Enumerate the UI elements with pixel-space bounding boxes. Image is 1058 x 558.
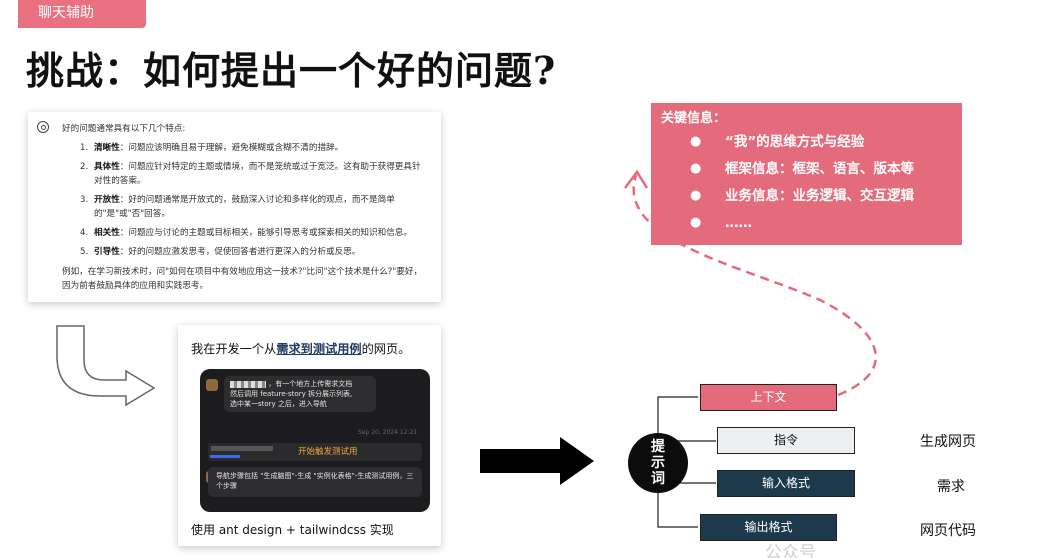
list-item: ●…… [661,211,952,238]
label-requirement: 需求 [937,479,965,495]
list-item: 3.开放性：好的问题通常是开放式的，鼓励深入讨论和多样化的观点，而不是简单的"是… [80,195,395,219]
context-box: 上下文 [700,384,837,411]
right-arrow-icon [480,437,594,485]
answer-card: 好的问题通常具有以下几个特点: 1.清晰性：问题应该明确且易于理解，避免模糊或含… [28,112,441,302]
chat-bubble: 导航步骤包括 "生成脑图"-生成 "实例化表格"-生成测试用例，三个步骤 [208,467,422,497]
dashed-arrow-head-icon [624,169,649,189]
bullet-icon: ● [690,134,702,149]
chat-screenshot: ，有一个地方上传需求文档 然后调用 feature-story 拆分展示列表, … [200,369,430,512]
instruction-box: 指令 [717,427,855,454]
timestamp: Sep 20, 2024 12:21 [358,429,418,436]
list-item: 5.引导性：好的问题应激发思考，促使回答者进行更深入的分析或反思。 [80,247,361,257]
answer-intro: 好的问题通常具有以下几个特点: [62,124,186,134]
key-info-title: 关键信息： [661,111,727,126]
dashed-curve-arrow [632,174,878,397]
list-item: 1.清晰性：问题应该明确且易于理解，避免模糊或含糊不清的措辞。 [80,143,344,153]
label-generate-page: 生成网页 [920,434,976,450]
avatar [206,379,218,391]
redacted-text [230,380,266,388]
input-format-box: 输入格式 [717,470,855,497]
prompt-footer: 使用 ant design + tailwindcss 实现 [191,523,394,537]
prompt-heading: 我在开发一个从需求到测试用例的网页。 [191,342,411,356]
page-title: 挑战：如何提出一个好的问题? [26,48,557,93]
list-item: ●框架信息：框架、语言、版本等 [661,157,952,184]
section-tag: 聊天辅助 [18,0,146,28]
label-page-code: 网页代码 [920,523,976,539]
prompt-card: 我在开发一个从需求到测试用例的网页。 ，有一个地方上传需求文档 然后调用 fea… [178,325,441,546]
list-item: ●“我”的思维方式与经验 [661,130,952,157]
list-item: ●业务信息：业务逻辑、交互逻辑 [661,184,952,211]
answer-example: 例如，在学习新技术时，问"如何在项目中有效地应用这一技术?"比问"这个技术是什么… [62,267,423,291]
bullet-icon: ● [690,188,702,203]
curved-arrow-icon [56,325,156,407]
key-info-box: 关键信息： ●“我”的思维方式与经验 ●框架信息：框架、语言、版本等 ●业务信息… [651,103,962,245]
bullet-icon: ● [690,161,702,176]
list-item: 4.相关性：问题应与讨论的主题或目标相关，能够引导思考或探索相关的知识和信息。 [80,228,412,238]
mini-preview: 开始触发测试用 [208,443,422,461]
bullet-icon: ● [690,215,702,230]
chatgpt-icon [37,121,49,133]
watermark: 公众号 [765,543,816,558]
list-item: 2.具体性：问题应针对特定的主题或情境，而不是笼统或过于宽泛。这有助于获得更具针… [80,162,421,186]
chat-bubble: ，有一个地方上传需求文档 然后调用 feature-story 拆分展示列表, … [224,376,376,412]
output-format-box: 输出格式 [700,514,837,541]
traits-list: 1.清晰性：问题应该明确且易于理解，避免模糊或含糊不清的措辞。 2.具体性：问题… [80,141,429,259]
prompt-circle: 提 示 词 [628,433,688,493]
requirement-link[interactable]: 需求到测试用例 [276,342,362,356]
mini-note: 开始触发测试用 [298,447,358,457]
